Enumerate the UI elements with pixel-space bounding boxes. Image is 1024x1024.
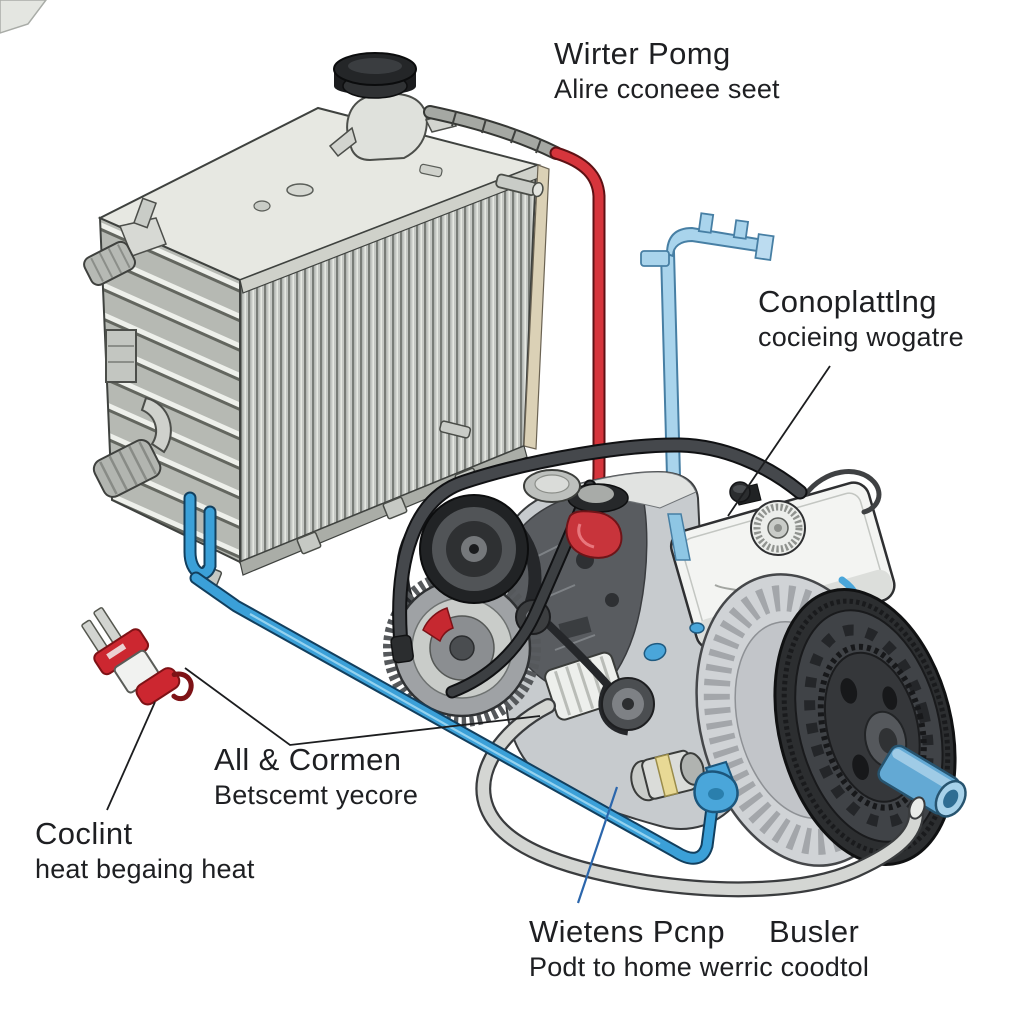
lower-pulley bbox=[601, 677, 655, 731]
label-mid-left-subtitle: Betscemt yecore bbox=[214, 780, 419, 810]
block-detail bbox=[558, 616, 592, 640]
lower-hose-blue bbox=[183, 491, 720, 865]
flywheel-hole bbox=[840, 678, 858, 704]
filler-wing-left bbox=[328, 126, 357, 158]
flywheel-hole bbox=[882, 686, 898, 710]
block-detail bbox=[605, 593, 619, 607]
corner-fragment bbox=[0, 0, 47, 34]
radiator-inlet-fitting bbox=[83, 197, 167, 286]
filler-hose-grey bbox=[423, 105, 563, 160]
radiator-foot bbox=[382, 496, 408, 520]
label-mid-right-title: Conoplattlng bbox=[758, 284, 937, 319]
radiator-outlet-fitting bbox=[92, 396, 172, 498]
timing-mark-red bbox=[422, 607, 454, 643]
hose-highlight bbox=[249, 613, 661, 845]
bracket-arm bbox=[665, 226, 765, 258]
label-bottom-center-title: Wietens Pcnp bbox=[529, 914, 726, 949]
leader-left bbox=[106, 701, 156, 811]
radiator-side-bracket bbox=[105, 329, 137, 383]
label-bottom-right: Busler bbox=[769, 914, 859, 950]
leader-mid-right bbox=[727, 365, 831, 517]
upper-pulley bbox=[419, 494, 529, 604]
radiator-side-trim bbox=[523, 164, 550, 450]
label-mid-right-subtitle: cocieing wogatre bbox=[758, 322, 964, 352]
tank-small-cap-top bbox=[733, 485, 747, 493]
bracket-tab bbox=[732, 219, 750, 240]
air-cleaner bbox=[523, 469, 581, 503]
thermostat-housing bbox=[567, 483, 629, 513]
temperature-sensor bbox=[81, 607, 194, 706]
label-mid-left: All & Cormen Betscemt yecore bbox=[214, 742, 418, 812]
label-left: Coclint heat begaing heat bbox=[35, 816, 255, 886]
label-bottom-center: Wietens Pcnp Podt to home werric coodtol bbox=[529, 914, 869, 984]
bracket-cross-tab bbox=[640, 250, 670, 267]
flywheel-hub-pipe bbox=[877, 744, 967, 818]
label-top-right-title: Wirter Pomg bbox=[554, 36, 731, 71]
leader-lines bbox=[106, 365, 831, 904]
radiator-filler-neck bbox=[346, 92, 428, 162]
label-top-right: Wirter Pomg Alire cconeee seet bbox=[554, 36, 780, 106]
label-mid-left-title: All & Cormen bbox=[214, 742, 402, 777]
tank-handle bbox=[803, 469, 882, 515]
heater-hose-grey bbox=[475, 698, 926, 898]
flywheel-hole bbox=[852, 754, 869, 781]
water-pump-elbow bbox=[693, 760, 739, 814]
frame-tube-main bbox=[390, 437, 808, 664]
radiator-right-fitting bbox=[495, 173, 544, 198]
label-bottom-center-subtitle: Podt to home werric coodtol bbox=[529, 952, 870, 982]
flywheel bbox=[773, 588, 957, 866]
top-detail-oval-small bbox=[253, 200, 271, 212]
label-top-right-subtitle: Alire cconeee seet bbox=[554, 74, 780, 104]
red-elbow-hose bbox=[565, 510, 623, 559]
radiator-cap bbox=[333, 52, 417, 99]
label-mid-right: Conoplattlng cocieing wogatre bbox=[758, 284, 964, 354]
leader-mid-left bbox=[184, 667, 541, 746]
label-left-subtitle: heat begaing heat bbox=[35, 854, 255, 884]
label-bottom-right-title: Busler bbox=[769, 914, 860, 949]
bracket-tab bbox=[697, 212, 715, 234]
reservoir-cap bbox=[750, 500, 806, 556]
top-detail-oval bbox=[286, 183, 314, 197]
red-elbow-highlight bbox=[577, 523, 595, 549]
leader-bottom-blue bbox=[576, 786, 619, 904]
radiator-drain-fitting bbox=[439, 420, 472, 439]
radiator-foot bbox=[296, 531, 322, 555]
top-detail-bar bbox=[419, 163, 443, 178]
bracket-end-flange bbox=[754, 233, 775, 262]
label-left-title: Coclint bbox=[35, 816, 133, 851]
